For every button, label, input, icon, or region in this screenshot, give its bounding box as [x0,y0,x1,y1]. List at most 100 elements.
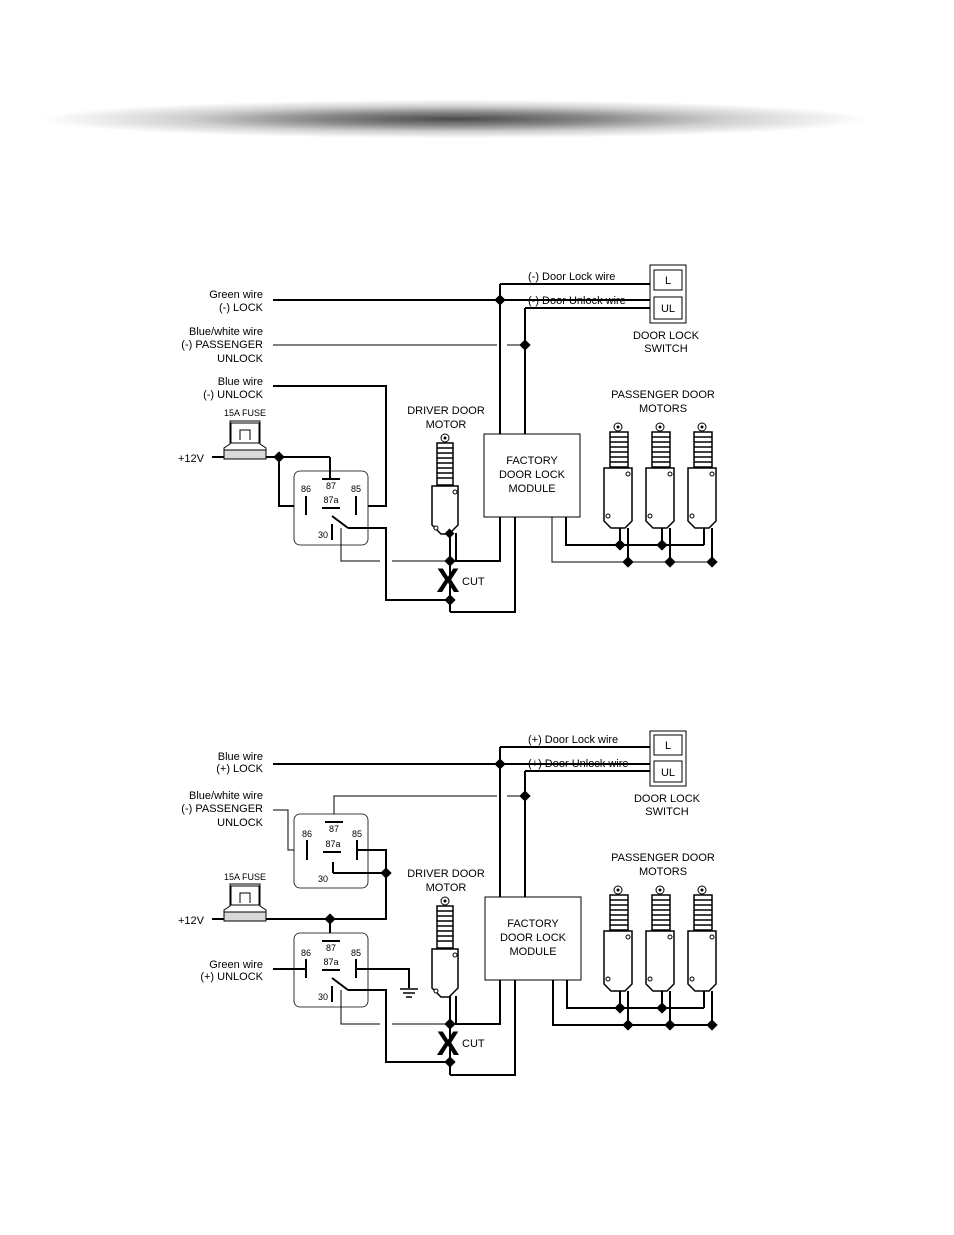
relay1-pin-86: 86 [302,829,312,839]
passenger-motor-1-icon [603,422,633,529]
fuse-label: 15A FUSE [224,408,266,418]
switch-label-line2: SWITCH [644,343,687,355]
driver-motor-return [450,517,516,613]
switch-unlock-key [653,760,683,783]
module-to-passenger-bus-a [566,980,704,1009]
module-label-line1: FACTORY [507,918,559,930]
pass-unlock-label-line2: (-) PASSENGER [181,803,263,815]
switch-unlock-key-label: UL [661,767,675,779]
header-gradient-bar [40,96,870,142]
relay-87a-output [340,528,380,562]
pass-unlock-label-line1: Blue/white wire [189,326,263,338]
unlock-wire-to-relay [273,385,387,507]
pass-unlock-label-line2: (-) PASSENGER [181,339,263,351]
switch-label-line1: DOOR LOCK [634,793,701,805]
relay2-pin-86: 86 [301,948,311,958]
module-to-passenger-bus-b [551,517,712,563]
driver-motor-label-line1: DRIVER DOOR [407,405,485,417]
driver-motor-label-line2: MOTOR [426,882,467,894]
junction-pm1-b [622,556,634,568]
driver-motor-lead-b [455,517,501,562]
junction-driver-c [444,1056,456,1068]
relay2-pin-87a: 87a [323,957,338,967]
switch-lock-key [653,269,683,291]
driver-motor-label-line1: DRIVER DOOR [407,868,485,880]
cut-mark: X [437,562,460,600]
lock-wire-label-line2: (-) LOCK [219,302,264,314]
relay1-pin-85: 85 [352,829,362,839]
relay2-pin-87: 87 [326,943,336,953]
fuse-label: 15A FUSE [224,872,266,882]
junction-pm3-b [706,1019,718,1031]
switch-lock-key-label: L [665,740,671,752]
relay2-87a-output [340,990,380,1025]
unlock-wire-label-line2: (-) UNLOCK [203,389,264,401]
relay2-85-to-ground [356,968,410,988]
fuse-icon [223,420,267,460]
relay2-pin-85: 85 [351,948,361,958]
module-label-line2: DOOR LOCK [499,469,566,481]
power-label: +12V [178,453,205,465]
module-to-passenger-bus-a [565,517,704,546]
passenger-motor-3-icon [687,422,717,529]
junction-driver-b [444,1018,456,1030]
junction-driver-a [444,528,455,539]
door-lock-wire-label: (+) Door Lock wire [528,734,618,746]
lock-wire-label-line1: Blue wire [218,751,263,763]
cut-label: CUT [462,576,485,588]
relay1-pin-87a: 87a [325,839,340,849]
module-label-line2: DOOR LOCK [500,932,567,944]
relay-30-output [348,527,450,601]
junction-pm2-b [664,556,676,568]
factory-door-lock-module [484,896,582,981]
relay-pin-87: 87 [326,481,336,491]
junction-pass-unlock [519,339,531,351]
switch-label-line2: SWITCH [645,806,688,818]
junction-pm2-a [656,539,668,551]
switch-unlock-key-label: UL [661,303,675,315]
door-unlock-wire-label: (+) Door Unlock wire [528,758,629,770]
door-unlock-wire-label: (-) Door Unlock wire [528,295,626,307]
passenger-motor-1-icon [603,885,633,992]
switch-lock-key [653,734,683,756]
passenger-motor-2-icon [645,885,675,992]
junction-relay1-30 [380,867,392,879]
relay2-30-output [348,989,450,1063]
junction-driver-c [444,594,456,606]
module-to-passenger-bus-b [552,980,712,1026]
junction-lock [494,294,506,306]
passenger-motor-2-icon [645,422,675,529]
diagram-positive: Blue wire (+) LOCK Blue/white wire (-) P… [178,730,718,1076]
unlock-wire-label-line1: Green wire [209,959,263,971]
module-label-line1: FACTORY [506,455,558,467]
module-label-line3: MODULE [509,946,556,958]
junction-pm1-a [614,1002,626,1014]
junction-driver-b [444,555,456,567]
cut-mark: X [437,1025,460,1063]
switch-unlock-key [653,296,683,320]
passenger-motor-3-icon [687,885,717,992]
junction-pm2-a [656,1002,668,1014]
driver-door-motor-icon [431,433,459,535]
module-label-line3: MODULE [508,483,555,495]
passenger-motors-label-line1: PASSENGER DOOR [611,389,715,401]
relay-pin-86: 86 [301,484,311,494]
driver-motor-return [450,980,516,1076]
ground-icon [400,988,418,998]
fuse-icon [223,883,267,922]
relay-pin-87a: 87a [323,495,338,505]
pass-unlock-label-line3: UNLOCK [217,353,264,365]
factory-door-lock-module [483,433,581,518]
junction-pm2-b [664,1019,676,1031]
junction-pm3-b [706,556,718,568]
switch-label-line1: DOOR LOCK [633,330,700,342]
relay1-pin-87: 87 [329,824,339,834]
unlock-wire-label-line1: Blue wire [218,376,263,388]
door-lock-wire-label: (-) Door Lock wire [528,271,615,283]
diagram-negative: Green wire (-) LOCK Blue/white wire (-) … [178,264,718,613]
relay1-pin-30: 30 [318,874,328,884]
lock-wire-label-line1: Green wire [209,289,263,301]
power-label: +12V [178,915,205,927]
